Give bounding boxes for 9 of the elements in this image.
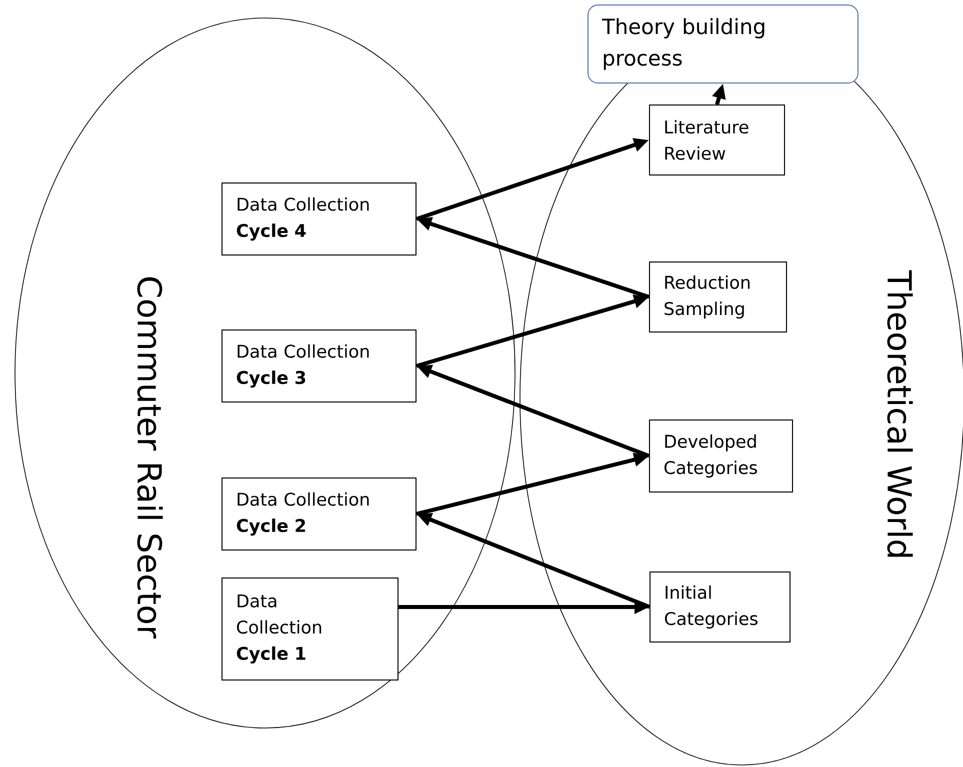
process-box: Data Collection Cycle 1 [222,578,398,680]
process-box: Data Collection Cycle 4 [222,182,416,256]
process-box: Reduction Sampling [649,262,787,332]
process-box: Initial Categories [650,572,790,642]
process-box: Literature Review [649,104,785,176]
process-box: Developed Categories [649,420,793,492]
rounded-box: Theory building process [588,4,858,84]
process-box: Data Collection Cycle 3 [222,330,416,402]
process-box: Data Collection Cycle 2 [222,478,416,550]
